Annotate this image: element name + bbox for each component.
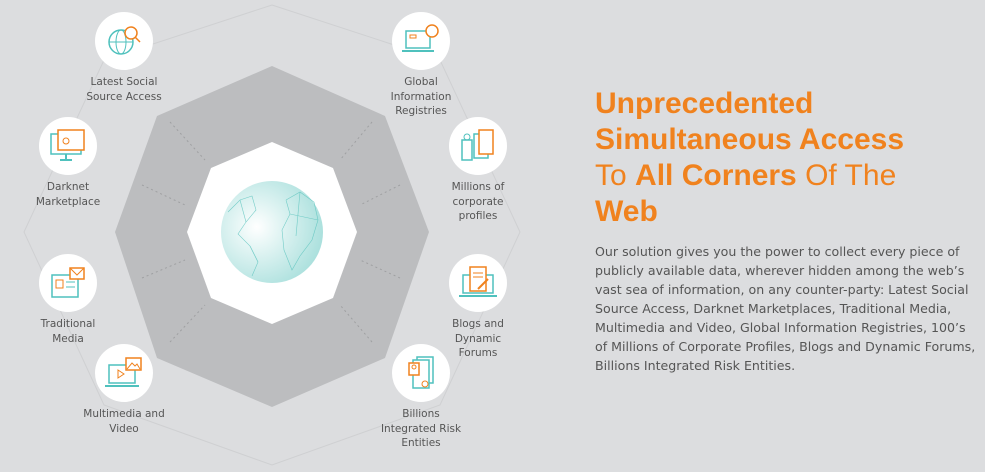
node-label: Video xyxy=(109,422,139,435)
headline-line: Unprecedented xyxy=(595,87,814,120)
node-label: Forums xyxy=(458,347,498,359)
headline-word: Of The xyxy=(805,159,897,192)
node-label: Information xyxy=(390,90,452,103)
node-label: corporate xyxy=(452,195,504,208)
node-label: Registries xyxy=(395,105,447,117)
laptop-video-image-icon xyxy=(95,344,153,402)
node-label: Media xyxy=(52,332,84,345)
headline: Unprecedented Simultaneous Access To All… xyxy=(595,86,980,230)
node-label: Source Access xyxy=(86,90,162,103)
node-corporate-profiles[interactable]: Millions of corporate profiles xyxy=(398,117,558,224)
headline-word: To xyxy=(595,159,627,192)
node-label: Blogs and xyxy=(452,318,504,330)
node-label: Marketplace xyxy=(35,195,101,208)
newspaper-mail-icon xyxy=(39,254,97,312)
laptop-globe-icon xyxy=(392,12,450,70)
monitor-shop-icon xyxy=(39,117,97,175)
headline-line: Web xyxy=(595,195,658,228)
node-label: Millions of xyxy=(451,181,505,193)
node-label: Billions xyxy=(402,408,440,420)
body-paragraph: Our solution gives you the power to coll… xyxy=(595,244,976,373)
text-section: Unprecedented Simultaneous Access To All… xyxy=(595,86,980,375)
node-label: Latest Social xyxy=(90,76,158,88)
globe-search-icon xyxy=(95,12,153,70)
profile-documents-icon xyxy=(392,344,450,402)
laptop-document-pen-icon xyxy=(449,254,507,312)
headline-line: Simultaneous Access xyxy=(595,123,905,156)
node-label: Entities xyxy=(401,437,441,449)
id-badge-documents-icon xyxy=(449,117,507,175)
node-label: Global xyxy=(404,76,438,88)
headline-word: All Corners xyxy=(635,159,797,192)
node-label: Integrated Risk xyxy=(380,422,462,435)
node-label: profiles xyxy=(458,210,498,222)
node-label: Darknet xyxy=(46,181,90,193)
node-label: Multimedia and xyxy=(83,408,165,420)
octagon-graphic xyxy=(23,4,521,466)
node-label: Traditional xyxy=(40,318,96,330)
globe-network-icon xyxy=(221,181,323,283)
node-label: Dynamic xyxy=(454,332,502,345)
